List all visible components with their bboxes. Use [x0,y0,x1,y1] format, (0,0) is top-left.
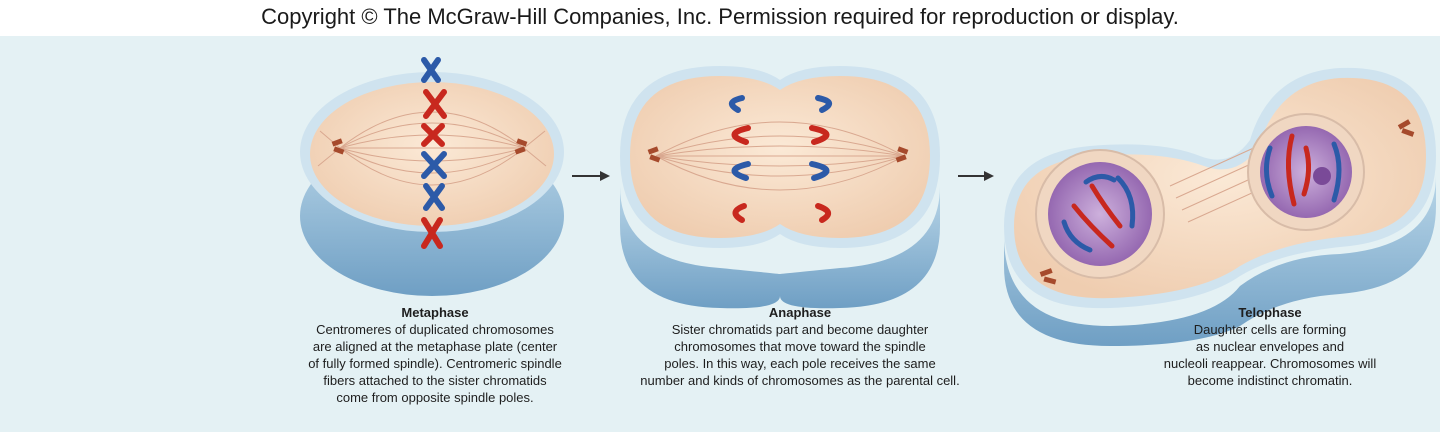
telophase-cell [1004,67,1436,346]
telophase-cell-side [1004,176,1436,346]
anaphase-chromosomes [729,95,832,223]
illustration-panel: Metaphase Centromeres of duplicated chro… [0,36,1440,432]
metaphase-description: Centromeres of duplicated chromosomes ar… [308,322,562,405]
metaphase-chromosomes [421,57,447,249]
anaphase-spindle-fibers [655,121,905,191]
metaphase-title: Metaphase [401,305,469,320]
anaphase-description: Sister chromatids part and become daught… [640,322,960,388]
telophase-centrioles [1039,119,1415,285]
telophase-nucleus-right [1247,113,1365,231]
anaphase-cell [620,66,940,309]
anaphase-cytoplasm [630,76,930,238]
anaphase-caption: Anaphase Sister chromatids part and beco… [600,304,1000,389]
metaphase-centrioles [331,138,528,155]
arrow-right-icon [572,171,610,181]
copyright-notice: Copyright © The McGraw-Hill Companies, I… [261,4,1179,29]
metaphase-caption: Metaphase Centromeres of duplicated chro… [250,304,620,406]
anaphase-title: Anaphase [768,305,832,320]
telophase-title: Telophase [1238,305,1302,320]
mitosis-illustration [300,57,1436,346]
metaphase-cytoplasm [310,82,554,226]
anaphase-centrioles [647,146,909,163]
telophase-description: Daughter cells are forming as nuclear en… [1163,322,1377,388]
arrow-right-icon [958,171,994,181]
telophase-nucleus-left [1035,149,1165,279]
anaphase-cell-side [620,186,940,309]
telophase-caption: Telophase Daughter cells are forming as … [1120,304,1420,389]
metaphase-cell [300,57,564,296]
